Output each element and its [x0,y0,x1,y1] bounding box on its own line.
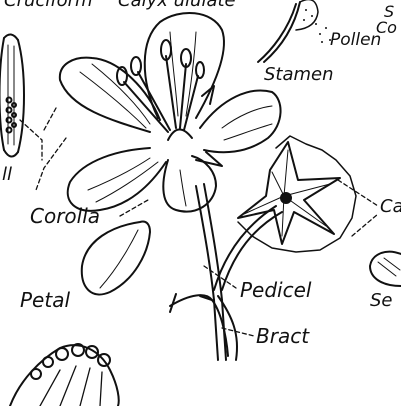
calyx-ululate-label: Calyx ululate [118,0,236,10]
right-mid-fragment-label: Ca [380,198,401,216]
stamen-illustration [258,0,331,62]
cruciform-label: Cruciform [4,0,93,10]
petal-label: Petal [20,290,70,310]
right-bottom-fragment-label: Se [370,292,393,310]
bract-label: Bract [256,326,309,346]
left-fragment-label: ll [2,166,12,184]
corolla-label: Corolla [30,206,100,226]
sepal-fragment [370,252,401,286]
stamen-label: Stamen [264,66,334,84]
bract-illustration [170,294,237,360]
flower-cluster-fragment [10,344,119,406]
pod-section-illustration [0,34,24,156]
pollen-label: Pollen [330,32,381,49]
calyx-illustration [238,136,356,252]
detached-petal-illustration [82,221,150,294]
pedicel-label: Pedicel [240,280,311,300]
